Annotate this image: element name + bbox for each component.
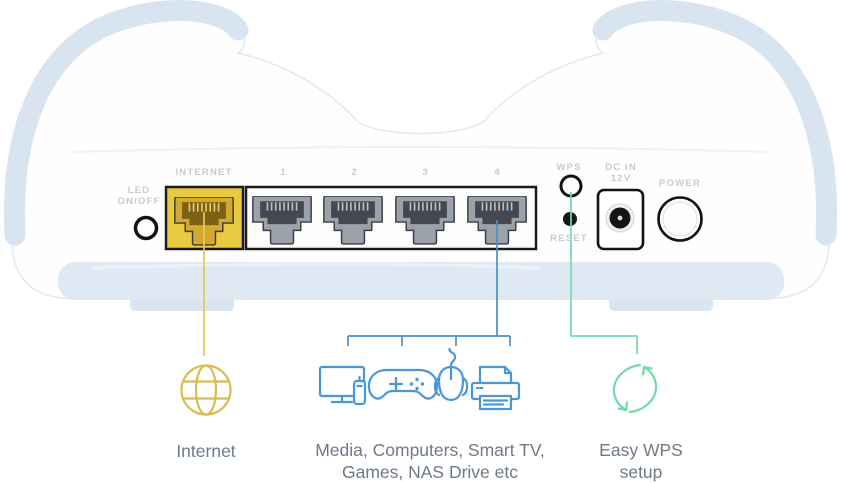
- led-onoff-label: LED ON/OFF: [117, 185, 161, 207]
- dc-in-label: DC IN 12V: [605, 162, 637, 184]
- wps-sync-icon: [612, 363, 658, 414]
- power-label: POWER: [659, 178, 701, 189]
- led-button: [133, 215, 159, 241]
- printer-icon: [470, 365, 521, 411]
- devices-caption: Media, Computers, Smart TV, Games, NAS D…: [315, 440, 545, 482]
- devices-callout-bracket: [347, 220, 511, 346]
- power-button: [657, 196, 703, 242]
- bottom-band: [58, 262, 784, 300]
- router-body: [11, 7, 830, 299]
- bottom-band-highlight: [89, 262, 541, 270]
- lan-port-group: [244, 185, 538, 251]
- mouse-icon: [433, 347, 469, 402]
- lan-port-number-3: 3: [422, 167, 428, 178]
- wps-callout-line: [570, 192, 638, 354]
- wps-caption: Easy WPS setup: [599, 440, 683, 482]
- lan-port-number-4: 4: [494, 167, 500, 178]
- left-wing-trim: [3, 0, 249, 246]
- gamepad-icon: [367, 368, 439, 400]
- lan-port-number-2: 2: [351, 167, 357, 178]
- right-wing-trim: [592, 0, 838, 246]
- tv-icon: [318, 365, 367, 406]
- reset-label: RESET: [550, 233, 588, 244]
- dc-power-jack: [596, 188, 645, 251]
- internet-port-label: INTERNET: [175, 167, 233, 178]
- reset-button: [563, 212, 577, 226]
- panel-crease: [69, 146, 771, 153]
- lan-port-number-1: 1: [280, 167, 286, 178]
- wps-label: WPS: [556, 162, 582, 173]
- globe-icon: [180, 364, 232, 416]
- internet-caption: Internet: [176, 441, 236, 461]
